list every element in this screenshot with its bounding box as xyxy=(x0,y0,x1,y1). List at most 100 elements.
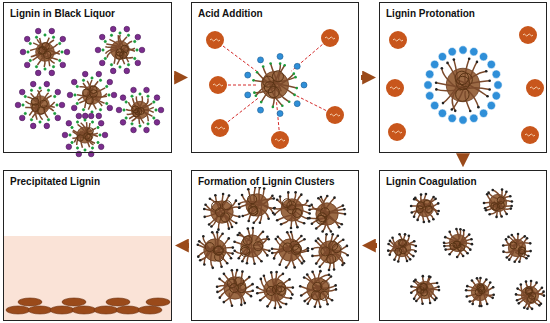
sulfate-wave xyxy=(330,114,340,116)
lignin-particle xyxy=(252,62,298,108)
sulfate-wave xyxy=(213,84,223,86)
hydroxyl-group xyxy=(71,141,73,143)
lignin-strand xyxy=(235,251,256,254)
end-group xyxy=(508,258,511,261)
lignin-strand xyxy=(105,49,116,54)
end-group xyxy=(468,233,471,236)
lignin-strand xyxy=(37,90,42,104)
lignin-loop xyxy=(321,247,330,256)
end-group xyxy=(203,208,206,211)
precipitate xyxy=(116,306,140,314)
end-group xyxy=(260,101,263,104)
hydroxyl-group xyxy=(91,77,93,79)
end-group xyxy=(290,297,293,300)
end-group xyxy=(281,104,284,107)
hydroxyl-group xyxy=(91,111,93,113)
end-group xyxy=(466,285,469,288)
sodium-ion xyxy=(102,132,108,138)
sodium-ion xyxy=(144,127,150,133)
end-group xyxy=(311,255,314,258)
end-group xyxy=(505,213,508,216)
lignin-particle xyxy=(256,271,294,310)
end-group xyxy=(410,205,413,208)
end-group xyxy=(444,248,447,251)
end-group xyxy=(285,303,288,306)
hydroxyl-group xyxy=(61,51,63,53)
sodium-ion xyxy=(35,28,41,34)
hydroxyl-group xyxy=(29,59,31,61)
end-group xyxy=(262,65,265,68)
end-group xyxy=(274,238,277,241)
end-group xyxy=(272,106,275,109)
end-group xyxy=(252,79,255,82)
sulfate-wave xyxy=(523,34,533,36)
hydroxyl-group xyxy=(123,109,125,111)
lignin-loop xyxy=(240,246,249,255)
end-group xyxy=(489,281,492,284)
lignin-strand xyxy=(292,255,295,267)
hydroxyl-group xyxy=(24,112,26,114)
lignin-strand xyxy=(43,102,54,109)
sodium-ion xyxy=(66,120,72,126)
end-group xyxy=(300,235,303,238)
process-panel: Precipitated Lignin xyxy=(3,170,172,321)
end-group xyxy=(342,204,345,207)
lignin-loop xyxy=(519,247,526,254)
proton xyxy=(479,52,487,60)
end-group xyxy=(307,247,310,250)
end-group xyxy=(477,106,480,109)
sulfate-wave xyxy=(210,39,220,41)
hydroxyl-group xyxy=(153,117,155,119)
lignin-particle xyxy=(238,186,276,224)
end-group xyxy=(344,213,347,216)
lignin-strand xyxy=(503,251,513,253)
lignin-loop xyxy=(287,205,296,214)
hydroxyl-group xyxy=(99,79,101,81)
end-group xyxy=(330,230,333,233)
end-group xyxy=(288,278,291,281)
lignin-strand xyxy=(143,107,154,109)
end-group xyxy=(333,196,336,199)
proton xyxy=(426,92,434,100)
end-group xyxy=(271,194,274,197)
end-group xyxy=(241,215,244,218)
end-group xyxy=(228,194,231,197)
end-group xyxy=(542,290,545,293)
lignin-strand xyxy=(217,234,222,247)
end-group xyxy=(266,254,269,257)
end-group xyxy=(270,271,273,274)
end-group xyxy=(387,249,390,252)
end-group xyxy=(303,222,306,225)
hydroxyl-group xyxy=(84,119,86,121)
precipitate xyxy=(18,298,42,306)
sodium-ion xyxy=(96,113,102,119)
end-group xyxy=(333,268,336,271)
hydroxyl-group xyxy=(125,117,127,119)
end-group xyxy=(238,203,241,206)
end-group xyxy=(485,70,488,73)
sodium-ion xyxy=(124,26,130,32)
hydroxyl-group xyxy=(155,109,157,111)
lignin-loop xyxy=(317,215,326,224)
end-group xyxy=(278,263,281,266)
end-group xyxy=(308,212,311,215)
lignin-strand xyxy=(322,209,345,213)
end-group xyxy=(495,216,498,219)
hydroxyl-group xyxy=(91,147,93,149)
end-group xyxy=(529,242,532,245)
end-group xyxy=(263,187,266,190)
precipitate xyxy=(28,306,52,314)
end-group xyxy=(311,271,314,274)
hydroxyl-group xyxy=(134,40,136,42)
proton xyxy=(430,60,438,68)
lignin-particle xyxy=(77,80,107,110)
end-group xyxy=(315,262,318,265)
end-group xyxy=(232,246,235,249)
lignin-strand xyxy=(247,228,250,241)
panel-title: Formation of Lignin Clusters xyxy=(196,176,337,187)
lignin-particle xyxy=(443,228,474,258)
end-group xyxy=(483,202,486,205)
end-group xyxy=(415,300,418,303)
lignin-particle xyxy=(126,96,154,124)
end-group xyxy=(432,196,435,199)
